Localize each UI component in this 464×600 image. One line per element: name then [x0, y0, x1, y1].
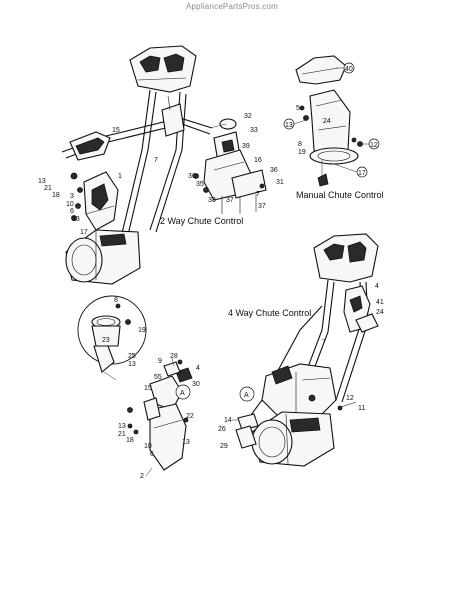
callout: 2	[140, 473, 144, 480]
callout: 37	[258, 203, 266, 210]
callout: 7	[256, 191, 260, 198]
chute-deflector	[295, 55, 347, 85]
caption-manual: Manual Chute Control	[296, 190, 384, 200]
callout: 15	[144, 385, 152, 392]
callout: 40	[345, 66, 353, 73]
four-way-left-assembly	[127, 357, 193, 477]
callout: 33	[250, 127, 258, 134]
callout: A	[180, 390, 185, 397]
callout: 31	[276, 179, 284, 186]
callout: 9	[158, 358, 162, 365]
callout: 41	[376, 299, 384, 306]
manual-callouts: 40 24 5 13 8 19 12 17	[285, 66, 378, 177]
four-way-left-callouts: 9 28 4 55 30 A 15 13 21 18 10 6 22 13 2	[118, 353, 200, 480]
callout: 39	[242, 143, 250, 150]
callout: 8	[298, 141, 302, 148]
caption-two-way: 2 Way Chute Control	[160, 216, 244, 226]
callout: 7	[154, 157, 158, 164]
callout: 22	[186, 413, 194, 420]
callout: A	[244, 392, 249, 399]
four-way-main-callouts: 4 41 24 7 A 14 26 29 12 11	[218, 283, 384, 450]
watermark: AppliancePartsPros.com	[186, 2, 278, 11]
callout: 13	[182, 439, 190, 446]
callout: 13	[285, 122, 293, 129]
callout: 6	[70, 208, 74, 215]
four-way-main-assembly	[232, 233, 379, 467]
callout: 12	[346, 395, 354, 402]
callout: 4	[375, 283, 379, 290]
callout: 28	[170, 353, 178, 360]
callout: 13	[38, 178, 46, 185]
callout: 12	[370, 142, 378, 149]
callout: 55	[154, 374, 162, 381]
callout: 17	[80, 229, 88, 236]
callout: 30	[192, 381, 200, 388]
callout: 13	[118, 423, 126, 430]
callout: 18	[126, 437, 134, 444]
callout: 5	[296, 105, 300, 112]
callout: 13	[128, 361, 136, 368]
callout: 19	[298, 149, 306, 156]
callout: 24	[376, 309, 384, 316]
detail-view	[77, 295, 147, 381]
callout: 32	[244, 113, 252, 120]
callout: 26	[218, 426, 226, 433]
callout: 37	[226, 197, 234, 204]
callout: 8	[114, 297, 118, 304]
callout: 24	[323, 118, 331, 125]
callout: 1	[118, 173, 122, 180]
callout: 25	[128, 353, 136, 360]
callout: 21	[44, 185, 52, 192]
callout: 6	[150, 451, 154, 458]
callout: 18	[52, 192, 60, 199]
callout: 3	[70, 193, 74, 200]
two-way-assembly	[61, 45, 267, 285]
callout: 35	[196, 181, 204, 188]
dashboard-panel	[129, 45, 197, 93]
callout: 23	[102, 337, 110, 344]
callout: 36	[188, 173, 196, 180]
detail-callouts: 8 19 23 25 13	[102, 297, 146, 368]
chute	[149, 403, 187, 471]
callout: 29	[220, 443, 228, 450]
callout: 21	[118, 431, 126, 438]
callout: 17	[358, 170, 366, 177]
callout: 19	[138, 327, 146, 334]
callout: 7	[322, 339, 326, 346]
callout: 15	[112, 127, 120, 134]
callout: 11	[358, 405, 365, 412]
callout: 10	[66, 201, 74, 208]
callout: 14	[224, 417, 232, 424]
callout: 13	[72, 216, 80, 223]
caption-four-way: 4 Way Chute Control	[228, 308, 312, 318]
callout: 16	[254, 157, 262, 164]
callout: 36	[270, 167, 278, 174]
two-way-callouts: 15 13 21 18 3 10 6 13 1 17 7 32 33 16 36…	[38, 113, 284, 236]
callout: 38	[208, 197, 216, 204]
manual-assembly	[283, 55, 380, 187]
dashboard-panel	[313, 233, 379, 283]
callout: 4	[196, 365, 200, 372]
callout: 10	[144, 443, 152, 450]
